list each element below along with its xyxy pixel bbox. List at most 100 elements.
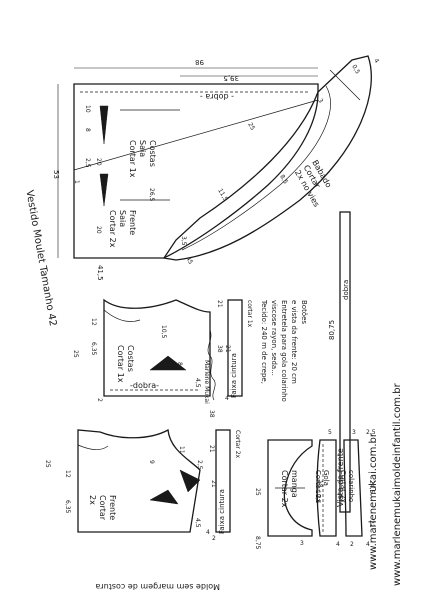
sl-875: 8,75: [254, 536, 261, 550]
skirt-back-dart: [99, 105, 109, 145]
fb-9: 9: [148, 460, 155, 464]
bodice-back-neck: [103, 309, 141, 322]
body-12: 12: [90, 318, 97, 326]
col-245: 24,5: [368, 480, 375, 494]
collar-stand-outline: [343, 439, 363, 537]
fb-635: 6,35: [64, 500, 71, 514]
collar-outline: [316, 439, 337, 537]
body-21: 21: [216, 300, 223, 308]
ext-2: 2: [350, 541, 354, 548]
page-title: Vestido Moulet Tamanho 42: [23, 189, 58, 327]
wb-4b: 4: [206, 529, 210, 536]
waistband-front-cut: Cortar 2x: [234, 430, 241, 459]
skirt-front-dart: [99, 173, 109, 207]
fabric-line-4: e vista da frente: 20 cm: [290, 300, 298, 384]
waistband-front: Faixa cintura Cortar 2x 2 4 21: [206, 429, 241, 542]
bodice-front-cut2: 2x: [88, 495, 97, 505]
col-5: 5: [328, 429, 332, 436]
waistband-front-name: Faixa cintura: [218, 489, 226, 534]
fabric-line-1: Tecido: 240 m de crepe,: [260, 299, 268, 384]
collar-stand-cut: Cortar 2x: [339, 470, 347, 503]
bodice-back-outline: [103, 298, 211, 397]
waistband-front-rect: [215, 429, 231, 533]
fabric-line-3: Entretela para gola colarinho: [280, 300, 288, 402]
ruffle-85: 8,5: [278, 174, 289, 186]
website-1: www.marlenemukai.com.br: [368, 432, 379, 570]
bodice-back: -dobra- Costas Cortar 1x 25 12 6,35 21 3…: [72, 298, 223, 402]
title-block: Vestido Moulet Tamanho 42: [23, 189, 58, 327]
websites: www.marlenemukai.com.br www.marlenemukai…: [368, 382, 403, 586]
front-facing-name: Vista da frente: [336, 448, 345, 507]
col-21: 21: [368, 520, 375, 528]
skirt-8: 8: [84, 128, 91, 132]
fb-38: 38: [208, 410, 215, 418]
signature: Marlene Mukai: [203, 329, 216, 404]
collar-name: Gola: [322, 470, 330, 486]
body-105: 10,5: [160, 325, 167, 339]
fb-25b: 2,5: [196, 460, 203, 470]
bodice-front-dart-2: [179, 469, 201, 493]
collar-cut: Cortar 2x: [314, 470, 322, 503]
wb-2: 2: [212, 535, 216, 542]
skirt-1: 1: [73, 180, 80, 184]
skirt-front-cut: Cortar 2x: [108, 210, 117, 248]
ruffle-3: 3: [316, 98, 324, 105]
fb-45: 4,5: [194, 518, 201, 528]
skirt-back-cut: Cortar 1x: [128, 140, 137, 178]
waistband-back: Faixa cintura cortar 1x 4 21: [224, 299, 253, 402]
col-25: 2,5: [366, 429, 376, 436]
skirt-back-outline: [73, 83, 319, 259]
ruffle-piece: Babado Cortar 2x no vies 25 11,5 8,5 4 3…: [161, 55, 380, 266]
fabric-line-5: Botões: [300, 300, 308, 324]
skirt-back-sub: Saia: [138, 140, 147, 157]
front-facing-fold: dobra: [342, 280, 350, 300]
fabric-line-2: viscose rayon, seda...: [270, 300, 278, 376]
ruffle-4: 4: [372, 58, 380, 65]
waistband-back-cut: cortar 1x: [246, 300, 253, 328]
skirt-25: 2,5: [84, 158, 91, 168]
skirt-width-label: 39,5: [223, 74, 239, 82]
sleeve-cut: Cortar 2x: [280, 470, 289, 508]
ruffle-25: 25: [246, 122, 256, 132]
skirt-hip-label: 41,5: [96, 265, 104, 281]
col-3: 3: [352, 429, 356, 436]
bodice-front: Frente Cortar 2x 25 12 6,35 21 38 2,5 4,…: [44, 410, 215, 533]
wb-21b: 21: [210, 480, 217, 488]
sl-25: 25: [254, 488, 261, 496]
sl-3: 3: [300, 540, 304, 547]
bodice-front-name: Frente: [108, 495, 117, 520]
sleeve-piece: manga Cortar 2x 25 8,75 3 18: [254, 439, 323, 550]
fb-11: 11: [178, 446, 185, 454]
front-facing-dim: 80,75: [328, 320, 336, 340]
ruffle-inner: [181, 85, 331, 251]
body-2: 2: [96, 398, 103, 402]
sleeve-name: manga: [290, 470, 299, 498]
body-38: 38: [216, 345, 223, 353]
signature-text: Marlene Mukai: [203, 360, 210, 404]
fb-25: 25: [44, 460, 51, 468]
bodice-back-name: Costas: [126, 345, 135, 372]
front-facing: Vista da frente 80,75 dobra: [328, 211, 351, 513]
skirt-10: 10: [84, 105, 91, 113]
skirt-front-sub: Saia: [118, 210, 127, 227]
wb-4: 4: [225, 395, 229, 402]
skirt-35: 3,5: [180, 236, 187, 246]
collar-pieces: Gola Cortar 2x colarinho Cortar 2x 19,5 …: [314, 429, 376, 548]
bodice-back-cut: Cortar 1x: [116, 345, 125, 383]
col-4: 4: [366, 541, 370, 548]
seam-note-text: Molde sem margem de costura: [95, 582, 220, 591]
bodice-back-fold-label: -dobra-: [130, 381, 159, 390]
skirt-side-label: 53: [52, 170, 60, 179]
waistband-back-name: Faixa cintura: [230, 353, 238, 398]
seam-allowance-note: Molde sem margem de costura: [95, 582, 220, 591]
wb-21: 21: [224, 345, 231, 353]
bodice-front-cut: Cortar: [98, 495, 107, 521]
ruffle-cut-line: [329, 69, 361, 101]
fb-21: 21: [208, 445, 215, 453]
body-45: 4,5: [194, 378, 201, 388]
collar-stand-name: colarinho: [347, 470, 355, 502]
sl-18: 18: [316, 480, 323, 488]
skirt-265: 26,5: [148, 188, 155, 202]
ruffle-45: 45: [184, 256, 194, 266]
